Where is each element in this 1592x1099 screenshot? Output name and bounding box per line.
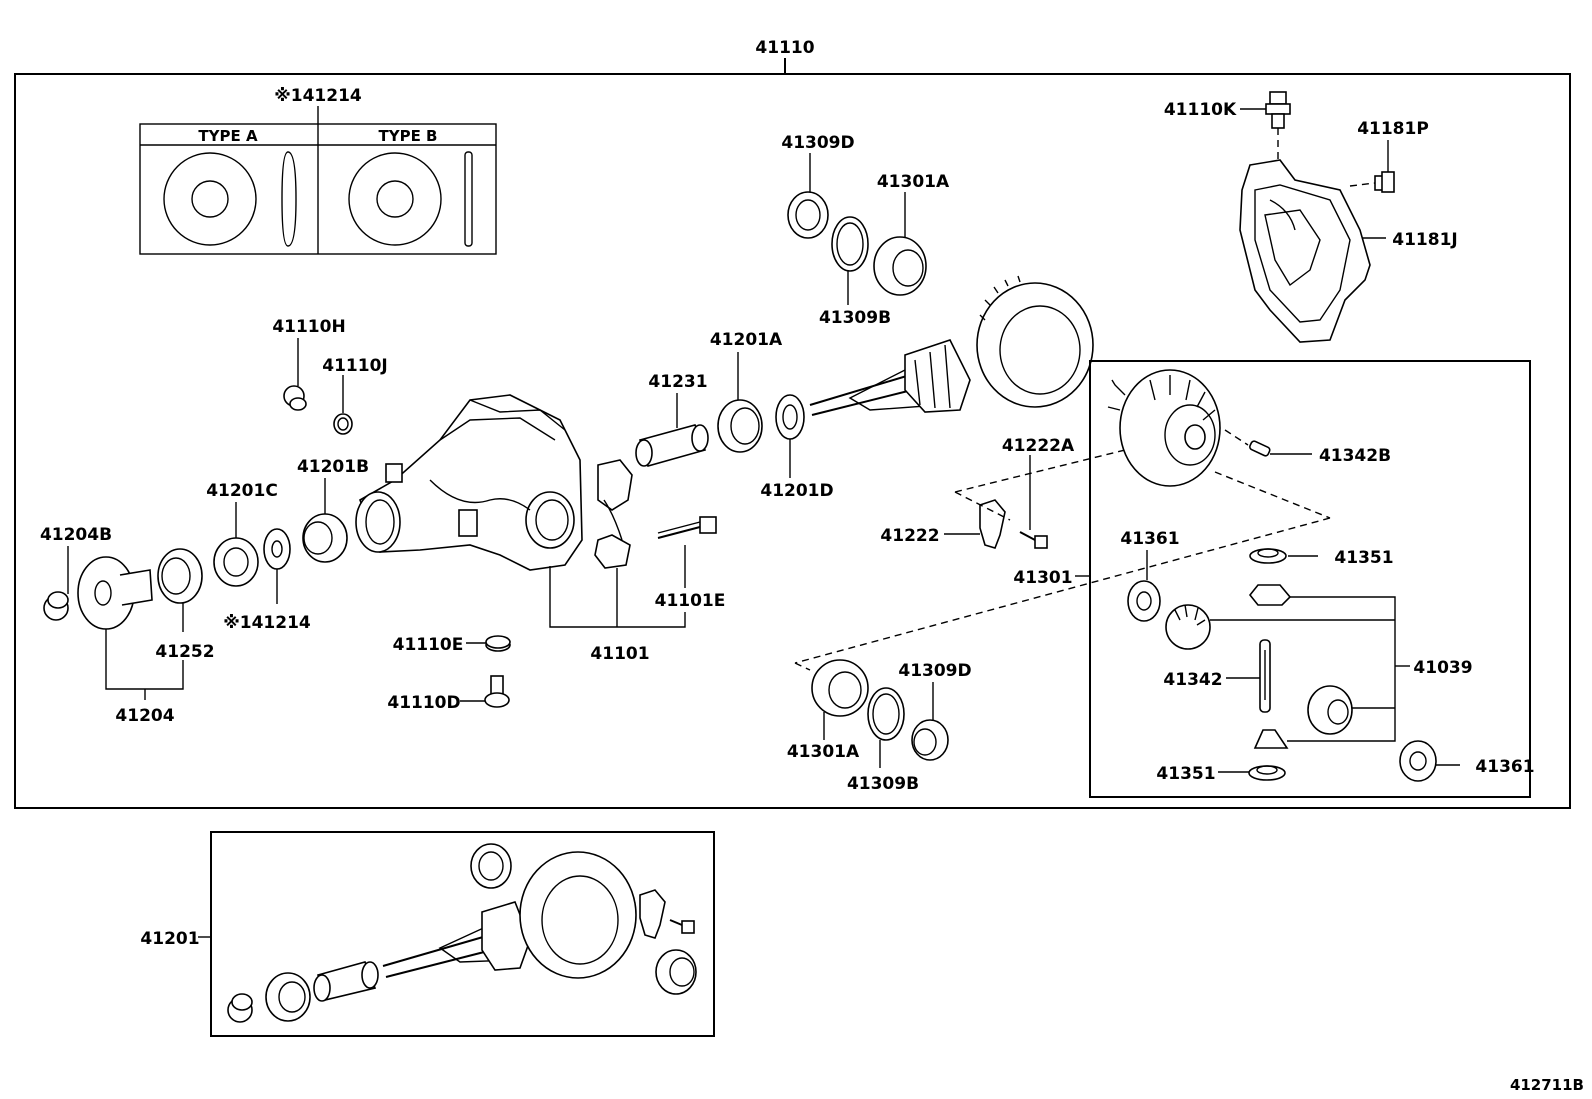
type-b-header: TYPE B xyxy=(379,127,438,145)
label-41351-bottom[interactable]: 41351 xyxy=(1156,764,1215,784)
label-41301[interactable]: 41301 xyxy=(1013,568,1072,588)
gasket-e xyxy=(485,635,511,652)
label-41110J[interactable]: 41110J xyxy=(322,356,387,376)
label-41110K[interactable]: 41110K xyxy=(1164,100,1237,120)
flange-nut xyxy=(43,591,69,621)
label-41231[interactable]: 41231 xyxy=(648,372,707,392)
breather-plug xyxy=(1265,91,1291,129)
diagram-code: 412711B xyxy=(1510,1076,1584,1094)
pinion-bearing-c xyxy=(213,537,259,587)
cover-bolt xyxy=(1374,171,1395,193)
label-41110H[interactable]: 41110H xyxy=(272,317,345,337)
label-41201B[interactable]: 41201B xyxy=(297,457,369,477)
label-41309B-top[interactable]: 41309B xyxy=(819,308,891,328)
label-41342B[interactable]: 41342B xyxy=(1319,446,1391,466)
lock-plate xyxy=(979,499,1006,549)
thrust-washer-bottom xyxy=(1399,740,1437,782)
lock-bolt xyxy=(1019,531,1048,549)
label-41204B[interactable]: 41204B xyxy=(40,525,112,545)
label-41309B-bottom[interactable]: 41309B xyxy=(847,774,919,794)
ring-and-pinion xyxy=(809,275,1094,416)
main-assembly-frame xyxy=(14,73,1571,809)
thrust-washer-top xyxy=(1127,580,1161,622)
pinion-shaft-pin xyxy=(1249,440,1271,457)
diff-pinion-shaft xyxy=(1259,639,1271,713)
label-41039[interactable]: 41039 xyxy=(1413,658,1472,678)
label-41301A-top[interactable]: 41301A xyxy=(877,172,950,192)
bearing-set-top xyxy=(787,191,927,296)
differential-frame xyxy=(1089,360,1531,798)
spacer-washer xyxy=(263,528,291,570)
label-41110E[interactable]: 41110E xyxy=(393,635,464,655)
diff-case xyxy=(1107,369,1221,487)
type-a-header: TYPE A xyxy=(198,127,258,145)
type-a-washer-face xyxy=(163,152,257,246)
label-41222A[interactable]: 41222A xyxy=(1002,436,1075,456)
label-41361-bottom[interactable]: 41361 xyxy=(1475,757,1534,777)
kit-parts xyxy=(227,843,697,1023)
label-washer-ref-top[interactable]: ※141214 xyxy=(274,86,362,106)
bearing-cap xyxy=(594,459,633,569)
label-41101E[interactable]: 41101E xyxy=(655,591,726,611)
label-41351-top[interactable]: 41351 xyxy=(1334,548,1393,568)
label-41201D[interactable]: 41201D xyxy=(760,481,833,501)
type-b-washer-side xyxy=(464,151,473,247)
side-gear-right xyxy=(1307,685,1353,735)
label-41301A-bottom[interactable]: 41301A xyxy=(787,742,860,762)
rear-cover xyxy=(1239,159,1371,343)
cap-bolt xyxy=(657,516,717,539)
label-41110[interactable]: 41110 xyxy=(755,38,814,58)
label-washer-ref-lower[interactable]: ※141214 xyxy=(223,613,311,633)
side-gear-left xyxy=(1165,604,1211,650)
washer-type-box: ※141214 TYPE A TYPE B xyxy=(139,86,497,255)
oil-seal xyxy=(157,548,203,604)
label-41101[interactable]: 41101 xyxy=(590,644,649,664)
label-41222[interactable]: 41222 xyxy=(880,526,939,546)
pinion-washer-d xyxy=(775,394,805,440)
pinion-bearing-a xyxy=(717,399,763,453)
label-41201A[interactable]: 41201A xyxy=(710,330,783,350)
label-41201C[interactable]: 41201C xyxy=(206,481,278,501)
label-41201[interactable]: 41201 xyxy=(140,929,199,949)
type-b-washer-face xyxy=(348,152,442,246)
pinion-bearing-b xyxy=(302,513,348,563)
carrier-housing xyxy=(355,394,583,571)
label-41361-top[interactable]: 41361 xyxy=(1120,529,1179,549)
bearing-set-bottom xyxy=(811,659,949,761)
label-41204[interactable]: 41204 xyxy=(115,706,174,726)
label-41181J[interactable]: 41181J xyxy=(1392,230,1457,250)
collapsible-spacer xyxy=(635,424,709,467)
pinion-washer-bottom xyxy=(1248,765,1286,781)
filler-plug-h xyxy=(283,385,307,411)
type-a-washer-side xyxy=(281,151,297,247)
drain-plug-d xyxy=(484,675,510,708)
label-41252[interactable]: 41252 xyxy=(155,642,214,662)
gasket-j xyxy=(333,413,353,435)
label-41309D-top[interactable]: 41309D xyxy=(781,133,854,153)
pinion-washer-top xyxy=(1249,548,1287,564)
label-41181P[interactable]: 41181P xyxy=(1357,119,1429,139)
companion-flange xyxy=(77,556,153,630)
label-41342[interactable]: 41342 xyxy=(1163,670,1222,690)
diff-pinion-top xyxy=(1248,584,1292,606)
gear-kit-frame xyxy=(210,831,715,1037)
diff-pinion-bottom xyxy=(1253,729,1289,749)
label-41309D-bottom[interactable]: 41309D xyxy=(898,661,971,681)
label-41110D[interactable]: 41110D xyxy=(387,693,460,713)
